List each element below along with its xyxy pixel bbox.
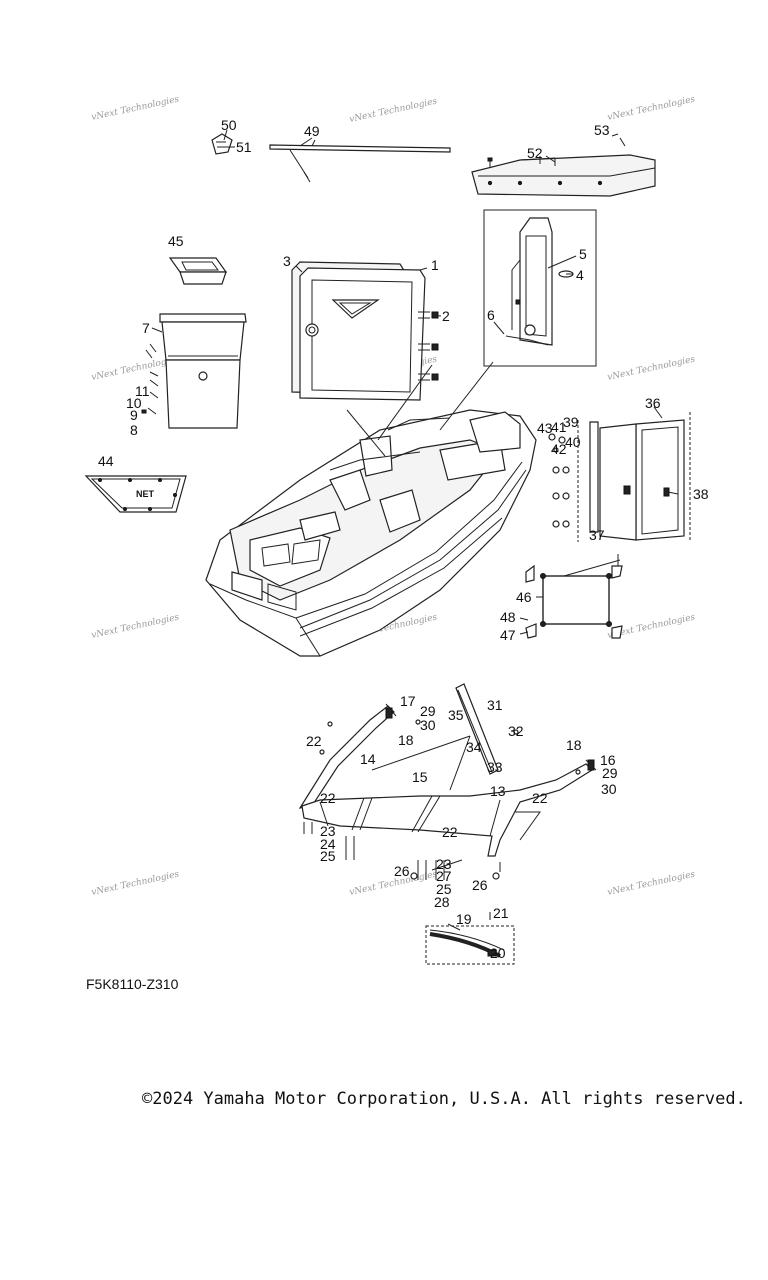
net-label: NET xyxy=(136,489,155,499)
part-weatherstrip-19 xyxy=(425,912,515,965)
diagram-code: F5K8110-Z310 xyxy=(86,976,179,992)
callout-10: 10 xyxy=(126,395,142,411)
callout-6: 6 xyxy=(487,307,495,323)
callout-44: 44 xyxy=(98,453,114,469)
callout-26: 26 xyxy=(394,863,410,879)
callout-46: 46 xyxy=(516,589,532,605)
callout-21: 21 xyxy=(493,905,509,921)
callout-29: 29 xyxy=(602,765,618,781)
part-net-44: NET xyxy=(84,475,187,513)
callout-42: 42 xyxy=(551,441,567,457)
part-storage-bin-7 xyxy=(141,313,247,429)
part-clip-50-51 xyxy=(211,133,233,155)
callout-36: 36 xyxy=(645,395,661,411)
inset-door-detail xyxy=(483,209,597,367)
callout-30: 30 xyxy=(601,781,617,797)
callout-48: 48 xyxy=(500,609,516,625)
callout-3: 3 xyxy=(283,253,291,269)
watermark: vNext Technologies xyxy=(607,354,697,382)
callout-7: 7 xyxy=(142,320,150,336)
callouts: 50 51 49 53 52 45 3 1 2 5 4 6 7 11 10 9 … xyxy=(98,117,709,961)
part-door-1-3 xyxy=(291,261,439,401)
callout-1: 1 xyxy=(431,257,439,273)
part-grab-rod-49 xyxy=(269,139,451,183)
callout-27: 27 xyxy=(436,868,452,884)
callout-22: 22 xyxy=(306,733,322,749)
callout-20: 20 xyxy=(490,945,506,961)
callout-47: 47 xyxy=(500,627,516,643)
part-panel-52 xyxy=(471,133,656,197)
callout-37: 37 xyxy=(589,527,605,543)
copyright-notice: ©2024 Yamaha Motor Corporation, U.S.A. A… xyxy=(142,1089,746,1109)
callout-28: 28 xyxy=(434,894,450,910)
windshield-assembly xyxy=(298,683,597,880)
callout-33: 33 xyxy=(487,759,503,775)
callout-32: 32 xyxy=(508,723,524,739)
part-tray-45 xyxy=(168,257,228,285)
leader-lines xyxy=(151,129,679,931)
callout-35: 35 xyxy=(448,707,464,723)
watermark: vNext Technologies xyxy=(91,94,181,122)
callout-23: 23 xyxy=(436,856,452,872)
callout-9: 9 xyxy=(130,407,138,423)
callout-25: 25 xyxy=(436,881,452,897)
callout-8: 8 xyxy=(130,422,138,438)
parts-diagram: vNext Technologies vNext Technologies vN… xyxy=(84,94,709,965)
callout-52: 52 xyxy=(527,145,543,161)
callout-40: 40 xyxy=(565,434,581,450)
callout-22: 22 xyxy=(320,790,336,806)
callout-18: 18 xyxy=(566,737,582,753)
callout-5: 5 xyxy=(579,246,587,262)
callout-19: 19 xyxy=(456,911,472,927)
callout-15: 15 xyxy=(412,769,428,785)
callout-17: 17 xyxy=(400,693,416,709)
callout-25: 25 xyxy=(320,848,336,864)
callout-16: 16 xyxy=(600,752,616,768)
callout-51: 51 xyxy=(236,139,252,155)
callout-49: 49 xyxy=(304,123,320,139)
callout-26: 26 xyxy=(472,877,488,893)
callout-22: 22 xyxy=(442,824,458,840)
boat-hull xyxy=(205,409,537,657)
callout-23: 23 xyxy=(320,823,336,839)
callout-2: 2 xyxy=(442,308,450,324)
callout-30: 30 xyxy=(420,717,436,733)
callout-43: 43 xyxy=(537,420,553,436)
callout-41: 41 xyxy=(551,419,567,435)
callout-53: 53 xyxy=(594,122,610,138)
watermark: vNext Technologies xyxy=(607,869,697,897)
callout-14: 14 xyxy=(360,751,376,767)
part-hatch-36-38 xyxy=(548,412,691,542)
watermark: vNext Technologies xyxy=(349,96,439,124)
callout-39: 39 xyxy=(563,414,579,430)
callout-22: 22 xyxy=(532,790,548,806)
callout-4: 4 xyxy=(576,267,584,283)
callout-24: 24 xyxy=(320,836,336,852)
callout-31: 31 xyxy=(487,697,503,713)
callout-29: 29 xyxy=(420,703,436,719)
callout-38: 38 xyxy=(693,486,709,502)
callout-34: 34 xyxy=(466,739,482,755)
watermark: vNext Technologies xyxy=(91,612,181,640)
watermark: vNext Technologies xyxy=(91,869,181,897)
watermark: vNext Technologies xyxy=(607,94,697,122)
part-cover-46 xyxy=(525,554,623,639)
callout-50: 50 xyxy=(221,117,237,133)
callout-13: 13 xyxy=(490,783,506,799)
callout-11: 11 xyxy=(135,383,150,399)
callout-18: 18 xyxy=(398,732,414,748)
callout-45: 45 xyxy=(168,233,184,249)
